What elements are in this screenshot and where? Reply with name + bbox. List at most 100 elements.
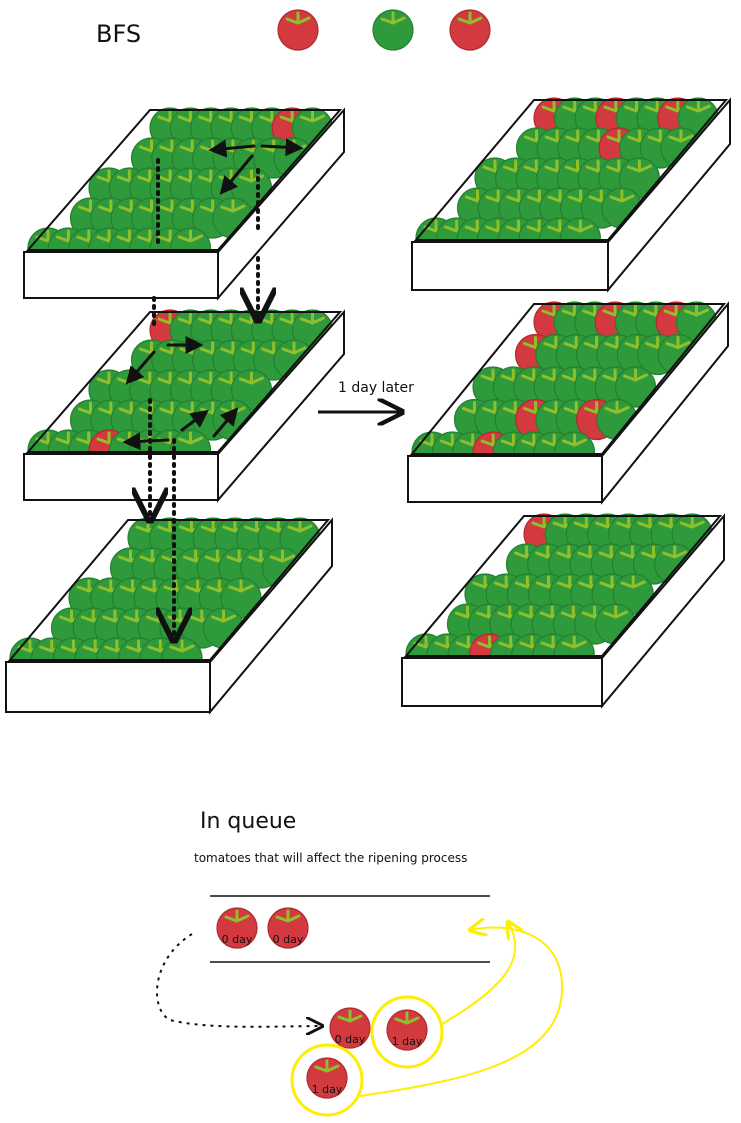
box-rim [403, 515, 723, 657]
tomato-leaf [287, 519, 313, 533]
ripe-tomato: 0 day [216, 907, 258, 949]
tomato-leaf [567, 219, 593, 233]
tomato-leaf [224, 909, 250, 923]
bfs-spread-arrows [122, 138, 304, 451]
box-side [217, 107, 345, 301]
highlight-circle [290, 1043, 364, 1117]
tomato-leaf [281, 341, 307, 355]
queue-subtitle: tomatoes that will affect the ripening p… [194, 851, 467, 865]
box-side [601, 301, 729, 505]
day-label: 0 day [222, 933, 253, 946]
day-label: 0 day [335, 1033, 366, 1046]
enqueue-arrow [359, 928, 564, 1097]
unripe-tomato [372, 9, 414, 51]
tomato-leaf [562, 433, 587, 447]
unripe-tomato [614, 366, 657, 408]
tomato-leaf [394, 1011, 420, 1025]
tomato-box [411, 97, 731, 293]
tomato-box [5, 517, 333, 715]
day-label: 0 day [273, 933, 304, 946]
tomato-box [401, 513, 725, 709]
tomato-leaf [228, 579, 254, 593]
tomato-legend [277, 9, 491, 51]
tomato-leaf [220, 199, 246, 213]
tomato-leaf [620, 575, 646, 589]
tomato-box [23, 309, 345, 503]
one-day-later-arrow: 1 day later [318, 380, 414, 412]
spread-arrow-up [180, 409, 209, 432]
spread-arrow-left [122, 432, 170, 451]
box-front [5, 661, 211, 713]
box-front [23, 251, 219, 299]
enqueue-highlights [290, 922, 564, 1117]
box-front [401, 657, 603, 707]
tomato-leaf [211, 609, 236, 623]
one-day-later-label: 1 day later [338, 380, 414, 396]
ripe-tomato [449, 9, 491, 51]
ripe-tomato: 0 day [267, 907, 309, 949]
box-front [23, 453, 219, 501]
tomato-leaf [679, 515, 705, 529]
tomato-leaf [457, 11, 483, 25]
tomato-leaf [604, 401, 630, 415]
tomato-leaf [337, 1009, 363, 1023]
tomato-leaf [603, 605, 629, 619]
ripe-tomato: 1 day [306, 1057, 348, 1099]
day-label: 1 day [392, 1035, 423, 1048]
enqueue-arrow [441, 922, 515, 1025]
tomato-leaf [626, 159, 652, 173]
tomato-box [407, 301, 729, 505]
box-front [411, 241, 609, 291]
tomato-leaf [285, 11, 311, 25]
stack-after [401, 97, 731, 709]
spread-arrow-right-up [212, 407, 239, 438]
box-side [217, 309, 345, 503]
ripe-tomato: 0 day [329, 1007, 371, 1049]
box-rim [7, 519, 331, 661]
tomato-leaf [609, 189, 635, 203]
tomato-leaf [561, 635, 587, 649]
tomato-leaf [668, 129, 694, 143]
box-side [601, 513, 725, 709]
diagram-title: BFS [96, 20, 141, 48]
spread-arrow-down [219, 154, 254, 195]
box-rim [413, 99, 729, 241]
spread-arrow-left [208, 139, 256, 158]
spread-arrow-right [260, 138, 304, 157]
tomato-leaf [178, 229, 203, 243]
box-side [209, 517, 333, 715]
tomato-leaf [314, 1059, 340, 1073]
layer-links [150, 158, 258, 640]
spread-arrow-down [125, 350, 156, 385]
tomato-leaf [275, 909, 301, 923]
tomato-leaf [623, 368, 648, 382]
tomato-grid [411, 301, 718, 473]
box-rim [409, 303, 727, 455]
tomato-leaf [685, 99, 711, 113]
ripe-tomato: 1 day [386, 1009, 428, 1051]
tomato-leaf [684, 303, 709, 317]
day-label: 1 day [312, 1083, 343, 1096]
unripe-tomato [220, 577, 262, 619]
dequeued-tomatoes: 0 day 1 day 1 day [306, 1007, 428, 1099]
stack-before [5, 107, 345, 715]
queue-items: 0 day 0 day [216, 907, 309, 949]
queue-title: In queue [200, 809, 296, 834]
tomato-leaf [665, 336, 691, 350]
tomato-leaf [380, 11, 406, 25]
tomato-leaf [270, 549, 295, 563]
highlight-circle [370, 995, 444, 1069]
tomato-box [23, 107, 345, 301]
box-side [607, 97, 731, 293]
tomato-leaf [178, 431, 203, 445]
dequeue-arrow [156, 933, 322, 1027]
ripe-tomato [277, 9, 319, 51]
box-front [407, 455, 603, 503]
box-rim [25, 311, 343, 453]
tomato-leaf [239, 371, 264, 385]
tomato-leaf [300, 311, 325, 325]
tomato-leaf [300, 109, 325, 123]
box-rim [25, 109, 343, 251]
tomato-leaf [662, 545, 688, 559]
